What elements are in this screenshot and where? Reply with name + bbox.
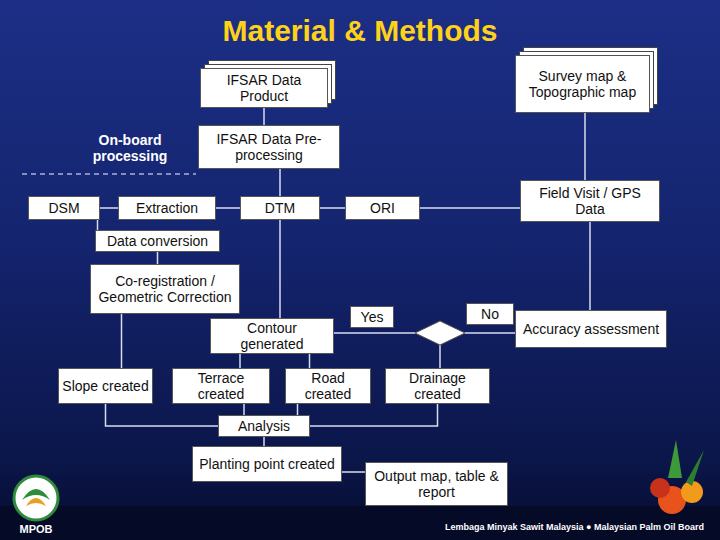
connector — [97, 220, 98, 230]
connector-line — [309, 354, 311, 368]
connector — [216, 208, 240, 209]
connector — [309, 354, 310, 368]
document-box: Survey map & Topographic map — [515, 55, 650, 113]
box-text: Planting point created — [199, 456, 334, 472]
process-box: Contour generated — [210, 318, 334, 354]
slide-title: Material & Methods — [0, 14, 720, 48]
connector-line — [342, 471, 365, 473]
process-box: Road created — [285, 368, 371, 404]
box-text: Output map, table & report — [369, 468, 504, 500]
note-label: MPOB — [6, 521, 66, 537]
connector — [342, 472, 365, 473]
box-text: Extraction — [136, 200, 198, 216]
process-box: DTM — [240, 196, 320, 220]
connector — [280, 220, 281, 318]
box-text: ORI — [370, 200, 395, 216]
process-box: DSM — [28, 196, 100, 220]
branch-line — [439, 345, 441, 368]
box-text: Terrace created — [176, 370, 266, 402]
connector-line — [239, 354, 241, 368]
connector — [310, 404, 438, 426]
connector-line — [97, 220, 99, 230]
process-box: Analysis — [218, 415, 310, 437]
process-box: Field Visit / GPS Data — [520, 180, 660, 222]
box-text: IFSAR Data Product — [204, 72, 324, 104]
document-box: IFSAR Data Product — [200, 68, 328, 108]
process-box: Data conversion — [95, 230, 220, 252]
connector — [420, 208, 520, 209]
process-box: Terrace created — [172, 368, 270, 404]
connector-line — [589, 222, 591, 310]
box-text: Survey map & Topographic map — [519, 68, 646, 100]
decision-diamond — [415, 321, 465, 345]
palm-leaf — [686, 450, 704, 486]
connector — [280, 169, 281, 196]
box-text: Road created — [289, 370, 367, 402]
box-text: Field Visit / GPS Data — [524, 185, 656, 217]
box-text: Drainage created — [389, 370, 486, 402]
connector-line — [100, 207, 118, 209]
connector-line — [584, 113, 586, 180]
box-text: Accuracy assessment — [523, 321, 659, 337]
box-text: Contour generated — [214, 320, 330, 352]
connector-line — [243, 404, 245, 415]
logo-leaf — [26, 498, 46, 506]
logo-ring — [14, 476, 58, 520]
connector — [106, 404, 219, 426]
connector-line — [279, 220, 281, 318]
connector-line — [263, 437, 265, 446]
process-box: Output map, table & report — [365, 462, 508, 506]
process-box: Slope created — [58, 368, 153, 404]
connector-line — [157, 252, 159, 264]
connector-line — [297, 404, 299, 415]
footer-text: Lembaga Minyak Sawit Malaysia ● Malaysia… — [445, 519, 715, 535]
process-box: Co-registration / Geometric Correction — [90, 264, 240, 314]
connector-line — [121, 314, 123, 368]
branch-label: No — [466, 303, 514, 325]
box-text: Co-registration / Geometric Correction — [94, 273, 236, 305]
connector — [264, 108, 265, 125]
footer-bar — [0, 506, 720, 540]
connector-line — [420, 207, 520, 209]
connector — [320, 208, 345, 209]
connector-line — [106, 404, 219, 426]
box-text: Analysis — [238, 418, 290, 434]
process-box: Extraction — [118, 196, 216, 220]
process-box: ORI — [345, 196, 420, 220]
branch-label: Yes — [350, 306, 394, 328]
process-box: Planting point created — [192, 446, 342, 482]
connector — [264, 437, 265, 446]
connector — [297, 404, 298, 415]
palm-leaf — [668, 440, 682, 478]
connector — [590, 222, 591, 310]
box-text: Data conversion — [107, 233, 208, 249]
connector-line — [310, 404, 438, 426]
connector-line — [216, 207, 240, 209]
box-text: DTM — [265, 200, 295, 216]
palm-fruit — [650, 478, 670, 498]
connector — [585, 113, 586, 180]
connector — [244, 404, 245, 415]
box-text: IFSAR Data Pre-processing — [202, 131, 336, 163]
connector-line — [263, 108, 265, 125]
note-label: On-board processing — [80, 132, 180, 164]
process-box: IFSAR Data Pre-processing — [198, 125, 340, 169]
connector-line — [279, 169, 281, 196]
dashed-divider — [22, 173, 196, 175]
box-text: Slope created — [62, 378, 148, 394]
connector — [240, 354, 241, 368]
connector — [100, 208, 118, 209]
box-text: DSM — [48, 200, 79, 216]
connector-line — [320, 207, 345, 209]
connector — [121, 314, 122, 368]
connector — [157, 252, 158, 264]
process-box: Accuracy assessment — [515, 310, 667, 348]
process-box: Drainage created — [385, 368, 490, 404]
